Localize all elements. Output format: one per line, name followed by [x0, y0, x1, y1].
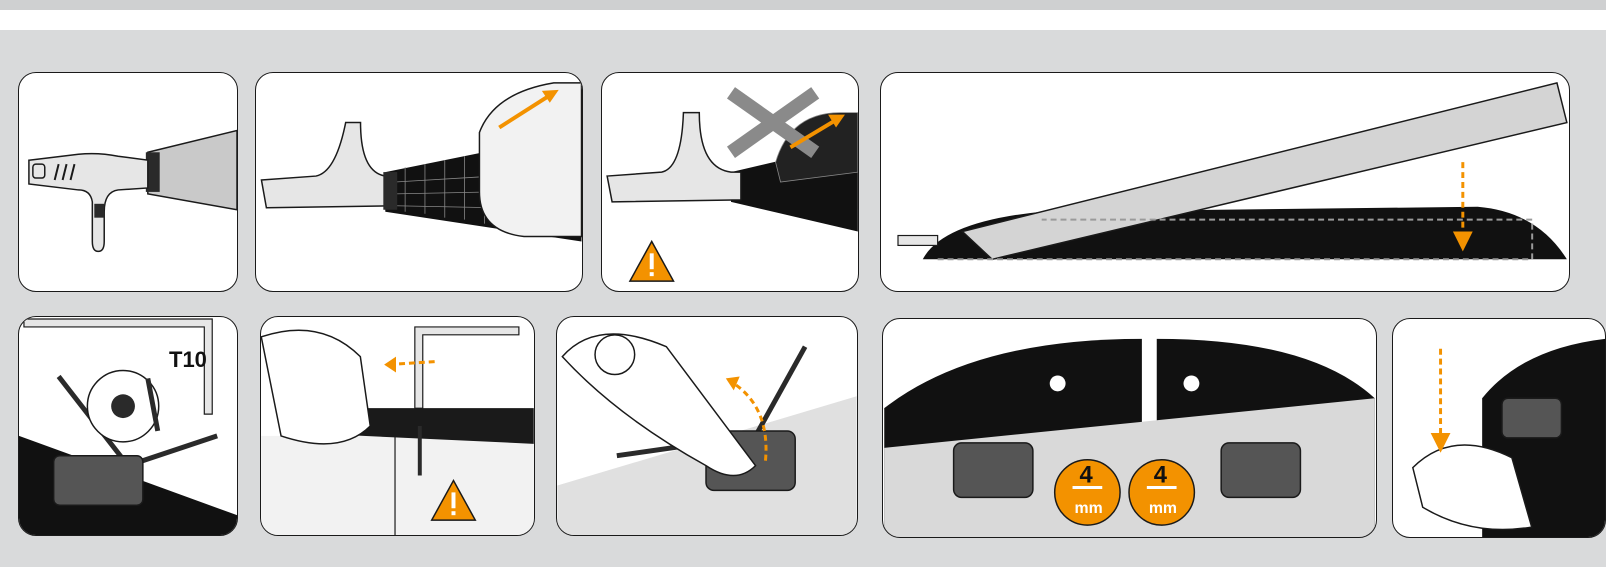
peel-liner-icon	[256, 73, 582, 291]
press-tail-clip-icon	[1393, 319, 1605, 537]
panel-step-3	[601, 72, 859, 292]
panel-step-4	[880, 72, 1570, 292]
top-bar	[0, 0, 1606, 10]
warning-icon	[602, 73, 858, 291]
apply-skin-to-ski-icon	[881, 73, 1569, 291]
clip-gap-icon: 4 4 mm mm	[883, 319, 1376, 537]
panel-step-2	[255, 72, 583, 292]
panel-step-1	[18, 72, 238, 292]
gap-unit-right: mm	[1149, 500, 1177, 517]
panel-step-5: T10	[18, 316, 238, 536]
gap-unit-left: mm	[1075, 500, 1103, 517]
panel-step-7	[556, 316, 858, 536]
pliers-crimp-icon	[557, 317, 857, 535]
top-strip	[0, 10, 1606, 30]
gap-value-right: 4	[1154, 462, 1168, 489]
binding-hook-icon	[19, 73, 237, 291]
panel-step-8: 4 4 mm mm	[882, 318, 1377, 538]
t10-tool-label: T10	[169, 347, 207, 373]
warning-icon	[261, 317, 534, 535]
panel-step-9	[1392, 318, 1606, 538]
gap-value-left: 4	[1079, 462, 1093, 489]
panel-step-6	[260, 316, 535, 536]
